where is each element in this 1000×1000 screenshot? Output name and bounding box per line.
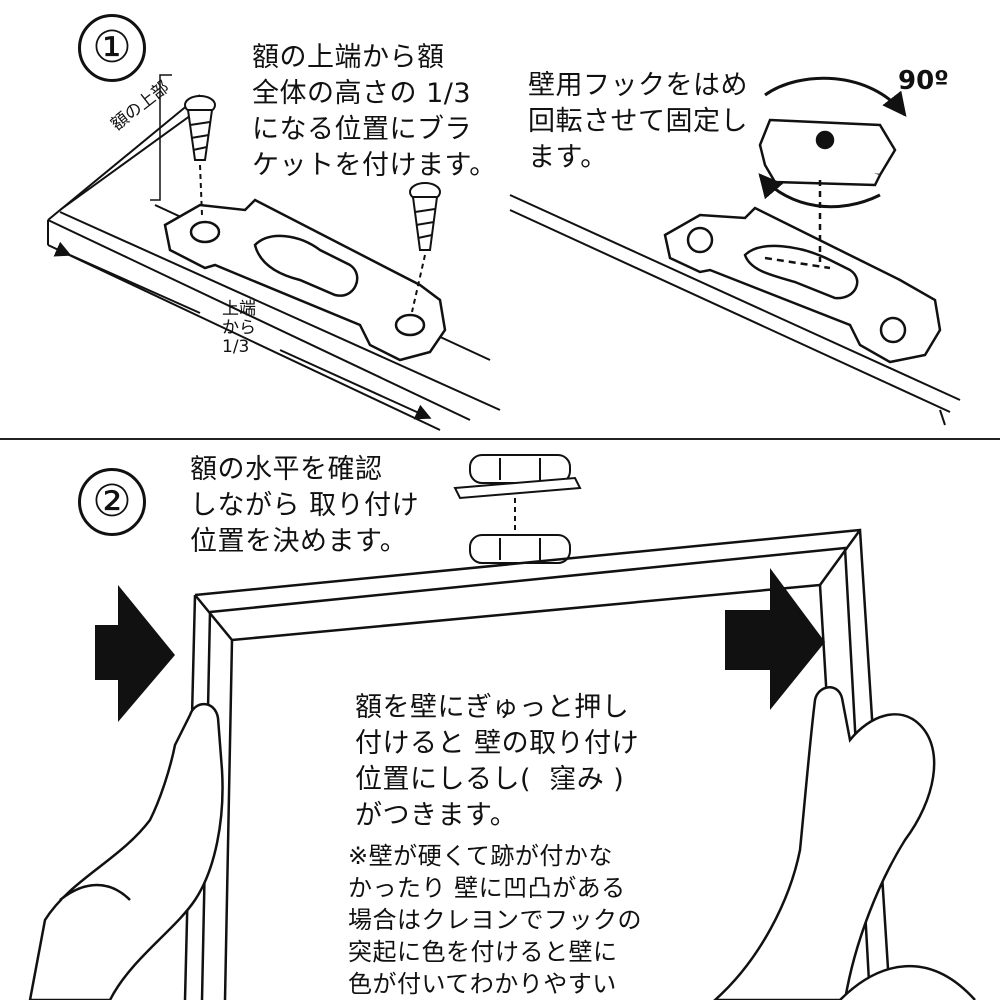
- bracket-left: [163, 198, 447, 362]
- right-hand: [713, 686, 976, 1000]
- step1-number: ①: [78, 14, 146, 82]
- spirit-level: [453, 454, 582, 564]
- rotation-arrows: [758, 76, 907, 209]
- measure-arrow: [53, 241, 432, 420]
- step2-number: ②: [78, 468, 146, 536]
- step1-right-instruction: 壁用フックをはめ 回転させて固定し ます。: [528, 70, 748, 173]
- screw-left-1: [184, 95, 216, 216]
- bracket-right: [663, 206, 942, 364]
- step2-press-instruction: 額を壁にぎゅっと押し 付けると 壁の取り付け 位置にしるし( 窪み ) がつきま…: [355, 692, 640, 831]
- rotation-label: 90º: [898, 66, 949, 96]
- frame-right: [509, 194, 961, 426]
- screw-left-2: [409, 182, 441, 313]
- left-hand: [28, 702, 224, 1000]
- push-arrow-left: [95, 585, 175, 722]
- step-divider: [0, 438, 1000, 440]
- measure-label: 上端 から 1/3: [222, 299, 256, 357]
- push-arrow-right: [725, 568, 825, 710]
- step2-note: ※壁が硬くて跡が付かな かったり 壁に凹凸がある 場合はクレヨンでフックの 突起…: [348, 842, 642, 998]
- step2-level-instruction: 額の水平を確認 しながら 取り付け 位置を決めます。: [190, 454, 420, 557]
- step1-left-instruction: 額の上端から額 全体の高さの 1/3 になる位置にブラ ケットを付けます。: [252, 42, 497, 181]
